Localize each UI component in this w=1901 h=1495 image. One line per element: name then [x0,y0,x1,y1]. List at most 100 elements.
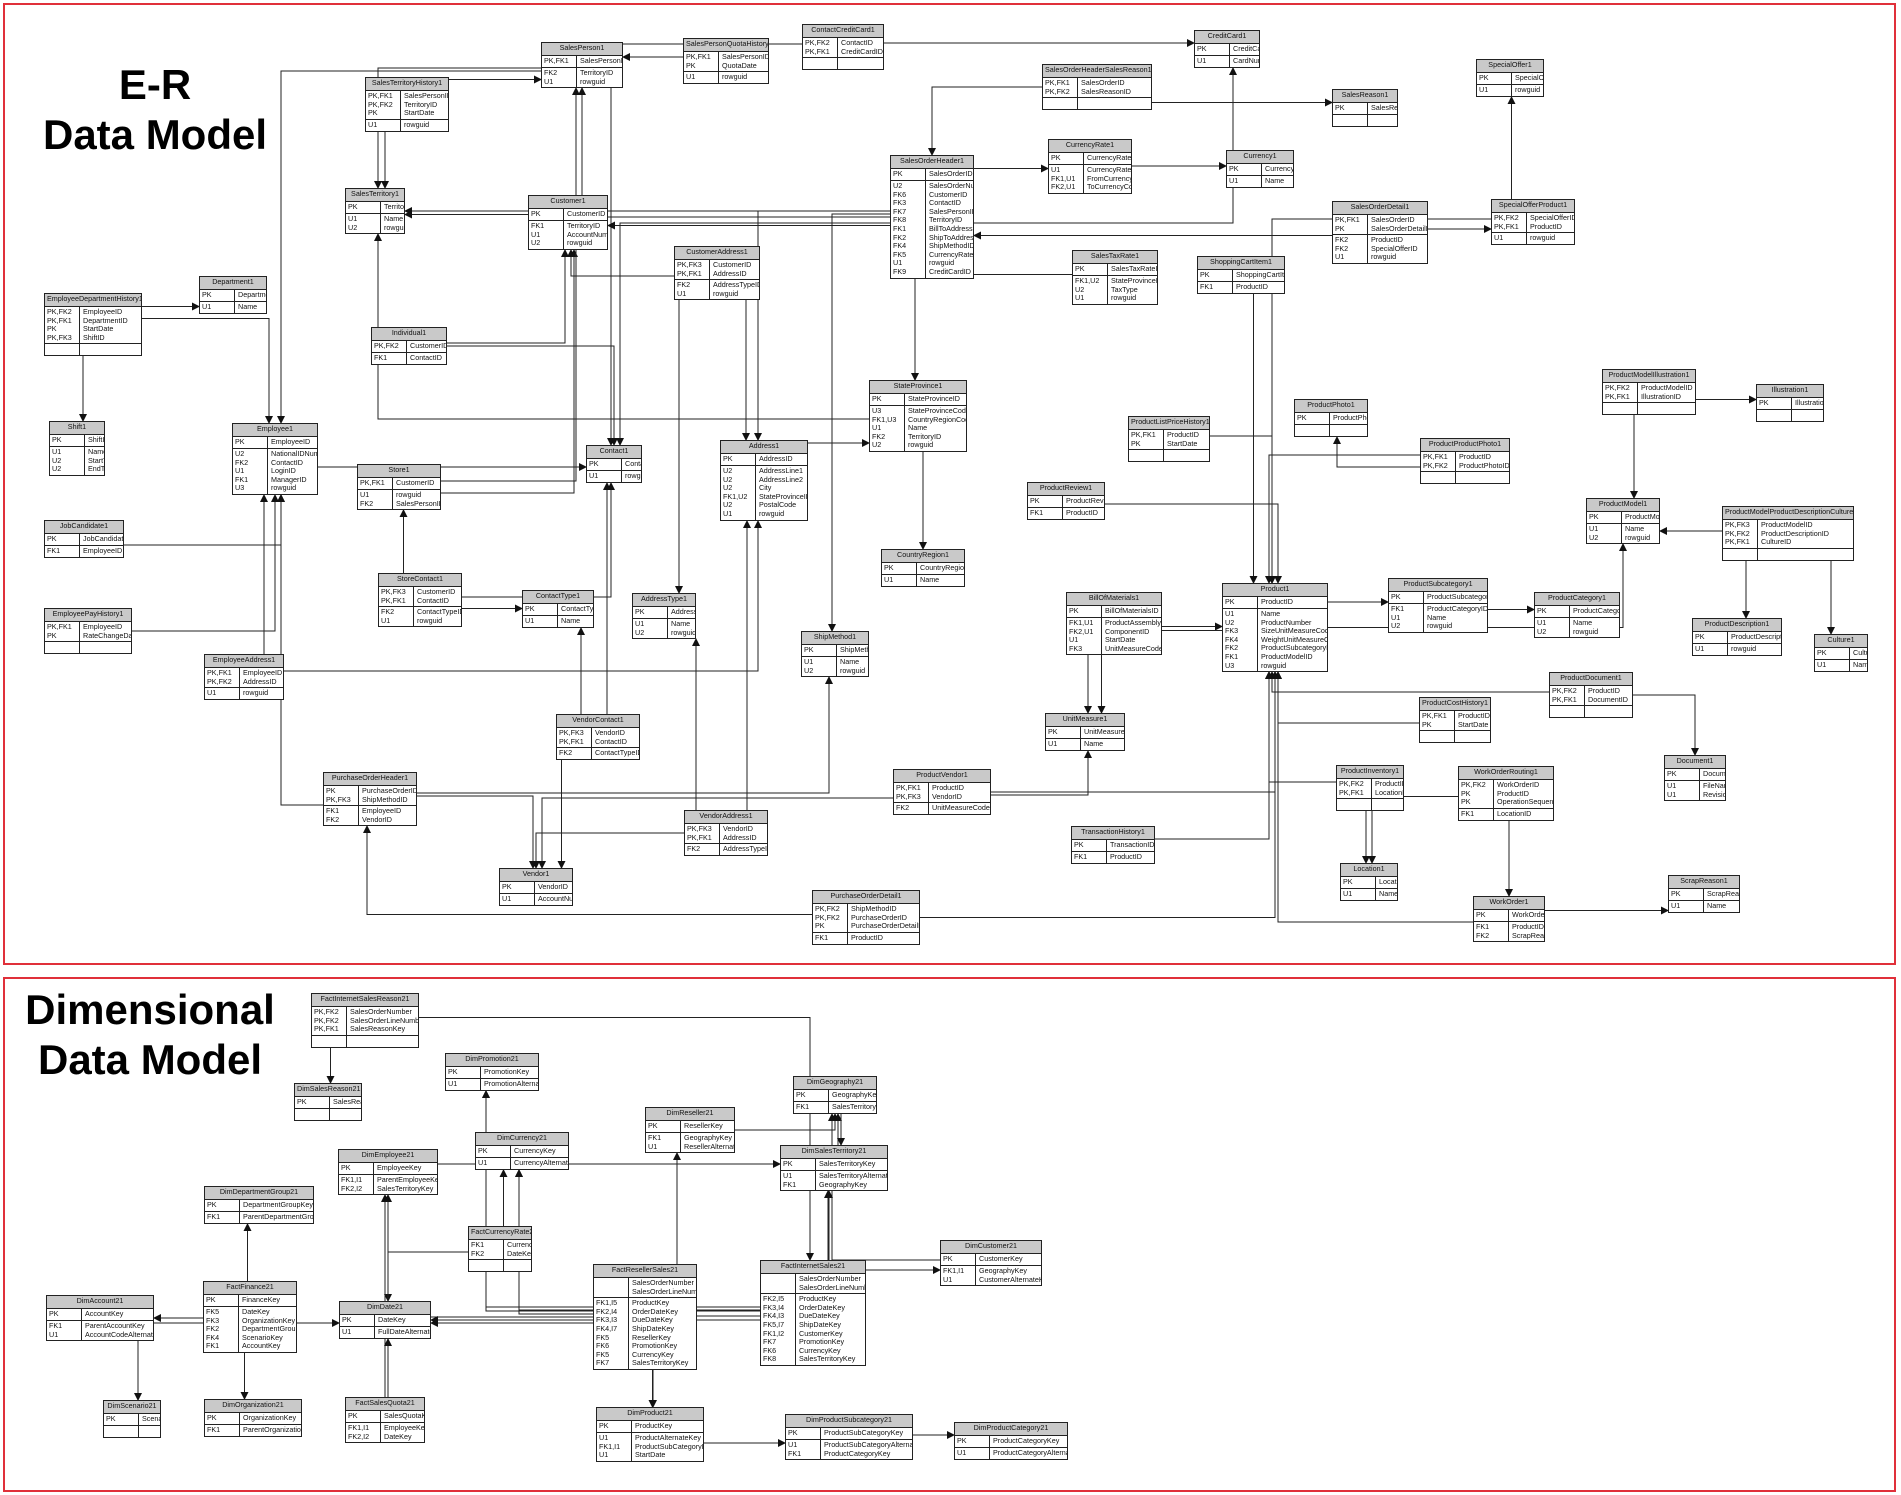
key-column: FK2 U1 [379,607,414,627]
key-column: U1 U2 [802,657,837,677]
primary-key-section: FK1 FK2CurrencyKey DateKey [469,1240,531,1261]
field-column: ContactID CreditCardID [841,38,883,56]
relationship-productproductphoto1-to-productphoto1 [1333,436,1420,468]
field-column: ScrapReasonID [1707,889,1739,898]
relationship-employeepayhistory1-to-employee1 [132,494,279,632]
key-column [295,1109,330,1120]
entity-header: StateProvince1 [870,381,966,394]
field-column: ProductID [851,932,883,942]
entity-header: Vendor1 [500,869,572,882]
primary-key-section: PKProductModelID [1587,512,1659,524]
primary-key-section: PKTerritoryID [346,202,404,214]
field-column: SalesPersonID TerritoryID StartDate [404,91,448,118]
field-column: ProductID ProductPhotoID [1459,452,1509,470]
entity-shoppingcartitem1: ShoppingCartItem1PKShoppingCartItemIDFK1… [1197,256,1285,294]
field-column: ShipMethodID [840,645,868,654]
primary-key-section: PKShiftID [50,435,104,447]
key-column: PK,FK2 PK,FK1 PK PK,FK3 [45,307,80,344]
key-column: PK [941,1254,976,1265]
key-column: U1 [500,894,535,905]
attribute-section: U1 FK1ProductSubCategoryAlternateKey Pro… [786,1440,912,1460]
field-column: rowguid [1515,85,1541,94]
relationship-factcurrencyrate21-to-dimdate21 [384,1251,468,1302]
key-column: PK [870,394,905,405]
key-column: U1 [340,1327,375,1338]
key-column: PK,FK2 PK,FK1 [1337,779,1372,799]
field-column: Name ProductNumber SizeUnitMeasureCode W… [1261,609,1327,670]
field-column [1456,472,1509,483]
field-column: rowguid [722,72,748,82]
entity-header: FactInternetSalesReason21 [312,994,418,1007]
key-column: U1 [684,72,719,84]
entity-illustration1: Illustration1PKIllustrationID [1756,384,1824,422]
field-column: SalesTerritoryAlternateKey GeographyKey [819,1171,887,1189]
key-column: U1 U2 [633,619,668,639]
field-column: Name rowguid [1573,618,1599,636]
field-column: EmployeeID [83,546,123,555]
key-column: PK,FK1 PK [1129,430,1164,450]
relationship-salesorderheader1-to-shipmethod1 [828,213,890,632]
field-column: ProductKey OrderDateKey DueDateKey ShipD… [799,1294,856,1364]
entity-header: FactResellerSales21 [594,1265,696,1278]
key-column: FK2 FK2 U1 [1333,235,1368,263]
key-column: PK,FK3 PK,FK2 PK,FK1 [1723,520,1758,548]
field-column: CustomerID [410,341,446,350]
field-column: ProductKey [635,1421,673,1430]
entity-header: Customer1 [529,196,607,209]
field-column: ProductID ScrapReasonID [1512,922,1544,940]
key-column: PK,FK3 PK,FK1 [675,260,710,280]
field-column: UnitMeasureCode [932,803,990,813]
attribute-section [295,1109,361,1120]
attribute-section [1129,450,1209,462]
relationship-purchaseorderheader1-to-shipmethod1 [417,676,833,794]
key-column: FK2,I5 FK3,I4 FK4,I3 FK5,I7 FK1,I2 FK7 F… [761,1294,796,1365]
relationship-store1-to-customer1 [441,249,578,494]
key-column: PK,FK1 PK,FK3 [894,783,929,803]
key-column: PK,FK1 PK [684,52,719,72]
primary-key-section: PKContactID [587,459,641,471]
key-column: FK1 FK2 [469,1240,504,1260]
relationship-salesperson1-to-salesterritory1 [374,67,541,189]
entity-header: Culture1 [1815,635,1867,648]
key-column: FK1,U1 FK2,U1 U1 FK3 [1067,618,1102,655]
field-column: Name [1707,901,1727,910]
attribute-section: FK1,I5 FK2,I4 FK3,I3 FK4,I7 FK5 FK6 FK5 … [594,1298,696,1369]
key-column: U1 FK1,U1 FK2,U1 [1049,165,1084,193]
key-column: PK [50,435,85,446]
key-column: PK [597,1421,632,1432]
key-column: PK [1049,153,1084,164]
key-column: PK [45,534,80,545]
field-column: ProductModelID ProductDescriptionID Cult… [1761,520,1829,547]
field-column: CustomerID AddressID [713,260,752,278]
relationship-vendoraddress1-to-vendor1 [532,832,684,869]
field-column: ProductID SpecialOfferID rowguid [1371,235,1418,262]
field-column: CustomerID ContactID [417,587,456,605]
key-column: U1 [587,471,622,482]
entity-header: CurrencyRate1 [1049,140,1131,153]
attribute-section [1337,799,1403,811]
field-column: AddressLine1 AddressLine2 City StateProv… [759,466,807,518]
